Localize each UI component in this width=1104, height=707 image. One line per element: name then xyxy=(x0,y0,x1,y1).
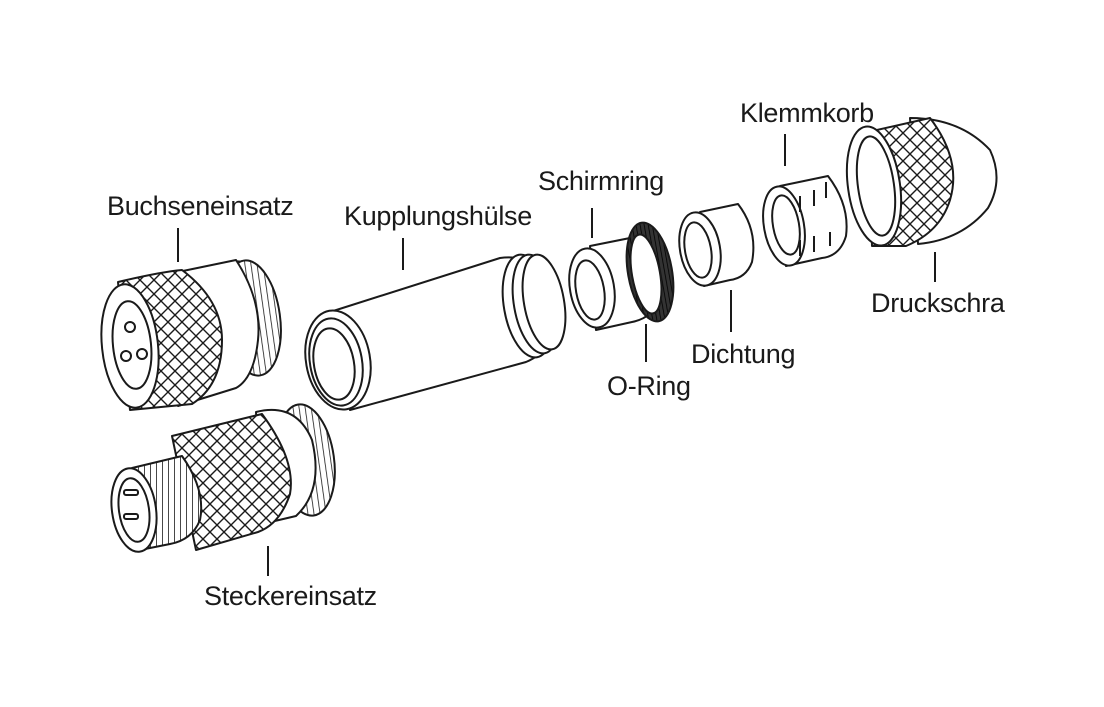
dichtung-part xyxy=(678,203,755,287)
steckereinsatz-part xyxy=(110,403,336,553)
label-dichtung: Dichtung xyxy=(691,339,796,369)
label-steckereinsatz: Steckereinsatz xyxy=(204,581,377,611)
label-druckschraube: Druckschra xyxy=(871,288,1005,318)
label-klemmkorb: Klemmkorb xyxy=(740,98,874,128)
o-ring-part xyxy=(625,221,675,323)
label-kupplungshuelse: Kupplungshülse xyxy=(344,201,532,231)
leader-lines xyxy=(177,134,936,576)
label-buchseneinsatz: Buchseneinsatz xyxy=(107,191,294,221)
klemmkorb-part xyxy=(762,175,848,267)
kupplungshuelse-part xyxy=(304,253,567,411)
buchseneinsatz-part xyxy=(100,259,282,411)
label-schirmring: Schirmring xyxy=(538,166,665,196)
druckschraube-part xyxy=(845,117,998,247)
label-o-ring: O-Ring xyxy=(607,371,691,401)
